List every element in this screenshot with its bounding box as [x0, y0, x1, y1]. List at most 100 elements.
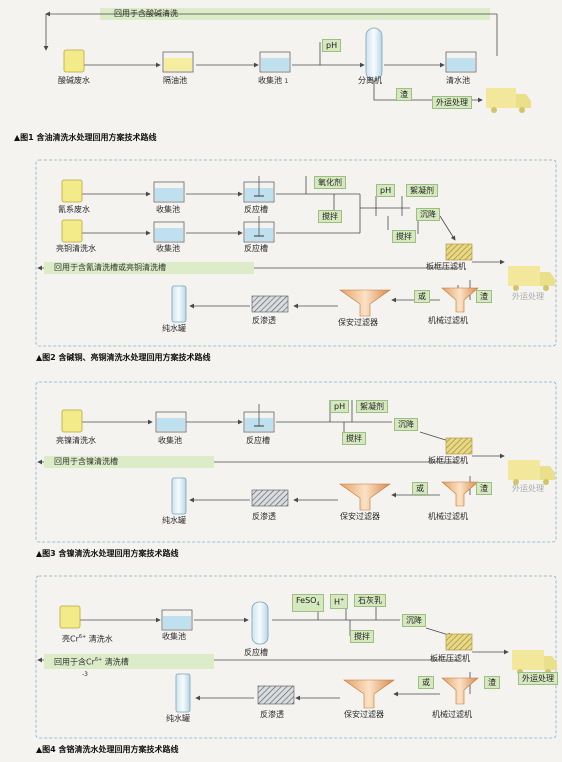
fig3-sludge-box: 渣 — [476, 482, 492, 495]
fig2-pure-tank — [171, 285, 187, 323]
fig1-equipment — [63, 27, 531, 113]
fig3-mech-label: 机械过滤机 — [428, 512, 468, 521]
fig2-sludge-box: 渣 — [476, 290, 492, 303]
fig4-feso4-box: FeSO4 — [292, 594, 324, 612]
fig4-reactor-column — [251, 601, 269, 645]
fig2-truck-icon — [508, 266, 555, 291]
fig2-mech-filter — [441, 287, 479, 313]
fig4-settle-box: 沉降 — [402, 614, 426, 627]
fig4-caption: ▲图4 含铬清洗水处理回用方案技术路线 — [36, 745, 179, 754]
fig4-sludge-box: 渣 — [484, 676, 500, 689]
fig3-frame — [35, 381, 557, 543]
fig3-caption: ▲图3 含镍清洗水处理回用方案技术路线 — [36, 549, 179, 558]
fig4-feed-label: 亮Cr6+ 清洗水 — [62, 634, 113, 644]
fig4-frame — [35, 575, 557, 739]
fig1-clean-tank — [445, 51, 477, 73]
fig3-pure-label: 纯水罐 — [162, 516, 186, 525]
fig3-press-label: 板框压滤机 — [428, 456, 468, 465]
fig2-collect2-label: 收集池 — [156, 244, 180, 253]
fig3-or-box: 或 — [412, 482, 428, 495]
fig2-reactor2-tank — [243, 216, 275, 243]
fig2-filter-press — [445, 243, 473, 261]
fig1-oil-sep-label: 隔油池 — [163, 76, 187, 85]
fig4-lime-box: 石灰乳 — [354, 594, 386, 607]
fig2-return-line-label: 回用于含氰清洗槽或亮铜清洗槽 — [44, 262, 254, 274]
fig4-diagram — [37, 604, 509, 701]
fig1-feed-label: 酸碱废水 — [58, 76, 90, 85]
fig3-return-line-label: 回用于含镍清洗槽 — [44, 456, 214, 468]
fig1-sludge-box: 渣 — [396, 88, 412, 101]
fig4-return-line-label: 回用于含Cr6+ 清洗槽 — [44, 654, 214, 669]
fig1-collection-tank — [259, 51, 291, 73]
fig4-collect-label: 收集池 — [162, 632, 186, 641]
fig2-react1-label: 反应槽 — [244, 205, 268, 214]
fig3-ph-box: pH — [330, 400, 350, 413]
fig3-settle-box: 沉降 — [394, 418, 418, 431]
fig3-pure-tank — [171, 477, 187, 515]
fig2-settle-box: 沉降 — [416, 208, 440, 221]
fig4-security-filter — [343, 679, 395, 709]
fig3-ro-unit — [251, 489, 289, 507]
fig2-or-box: 或 — [414, 290, 430, 303]
fig4-offsite-box: 外运处理 — [518, 672, 558, 685]
fig4-press-label: 板框压滤机 — [430, 654, 470, 663]
fig3-flocc-box: 絮凝剂 — [356, 400, 388, 413]
fig2-collect1-tank — [153, 181, 185, 203]
fig1-diagram — [43, 8, 498, 103]
fig3-ro-label: 反渗透 — [252, 512, 276, 521]
fig2-pure-label: 纯水罐 — [162, 324, 186, 333]
fig2-ro-label: 反渗透 — [252, 316, 276, 325]
fig1-separator-label: 分离机 — [358, 76, 382, 85]
fig4-h-box: H+ — [330, 594, 349, 609]
fig1-ph-box: pH — [322, 39, 342, 52]
fig1-separator-column — [365, 27, 383, 81]
fig3-collect-label: 收集池 — [158, 436, 182, 445]
fig1-truck-icon — [486, 88, 531, 113]
fig3-diagram — [37, 400, 505, 503]
fig2-stir2-box: 搅拌 — [392, 230, 416, 243]
fig2-stir1-box: 搅拌 — [318, 210, 342, 223]
fig1-clean-label: 清水池 — [446, 76, 470, 85]
fig3-filter-press — [445, 437, 473, 455]
fig4-pure-tank — [175, 673, 191, 713]
fig2-flocc-box: 絮凝剂 — [406, 184, 438, 197]
fig4-stray-mark: -3 — [82, 671, 88, 678]
fig2-caption: ▲图2 含碱铜、亮铜清洗水处理回用方案技术路线 — [36, 353, 211, 362]
fig2-feed1-tank — [61, 179, 83, 203]
fig3-reactor-tank — [243, 404, 275, 433]
fig3-react-label: 反应槽 — [246, 436, 270, 445]
fig2-react2-label: 反应槽 — [244, 244, 268, 253]
fig4-security-label: 保安过滤器 — [344, 710, 384, 719]
fig1-feed-tank — [63, 49, 85, 73]
fig3-feed-tank — [61, 409, 83, 433]
fig3-security-filter — [339, 483, 391, 511]
fig2-mech-label: 机械过滤机 — [428, 316, 468, 325]
fig3-offsite-label: 外运处理 — [512, 484, 544, 493]
fig1-return-line-label: 回用于含酸碱清洗 — [114, 9, 178, 18]
fig2-equipment — [61, 176, 555, 323]
fig2-press-label: 板框压滤机 — [426, 262, 466, 271]
fig2-feed1-label: 氰系废水 — [58, 205, 90, 214]
fig3-truck-icon — [508, 460, 555, 485]
fig2-reactor1-tank — [243, 176, 275, 203]
fig1-collect-label: 收集池 1 — [258, 76, 289, 85]
fig4-mech-label: 机械过滤机 — [432, 710, 472, 719]
fig2-ro-unit — [251, 295, 289, 313]
fig2-feed2-tank — [61, 219, 83, 243]
fig4-or-box: 或 — [418, 676, 434, 689]
fig4-stir-box: 搅拌 — [350, 630, 374, 643]
fig3-collect-tank — [155, 411, 187, 433]
fig3-mech-filter — [441, 481, 479, 507]
fig4-equipment — [59, 601, 557, 713]
fig4-ro-label: 反渗透 — [260, 710, 284, 719]
fig1-oil-separator-tank — [162, 51, 194, 73]
fig2-ph-box: pH — [376, 184, 396, 197]
fig4-filter-press — [445, 633, 473, 651]
fig2-offsite-label: 外运处理 — [512, 292, 544, 301]
fig2-collect1-label: 收集池 — [156, 205, 180, 214]
fig4-react-label: 反应槽 — [244, 648, 268, 657]
fig2-collect2-tank — [153, 221, 185, 243]
fig3-security-label: 保安过滤器 — [340, 512, 380, 521]
fig3-stir-box: 搅拌 — [342, 432, 366, 445]
